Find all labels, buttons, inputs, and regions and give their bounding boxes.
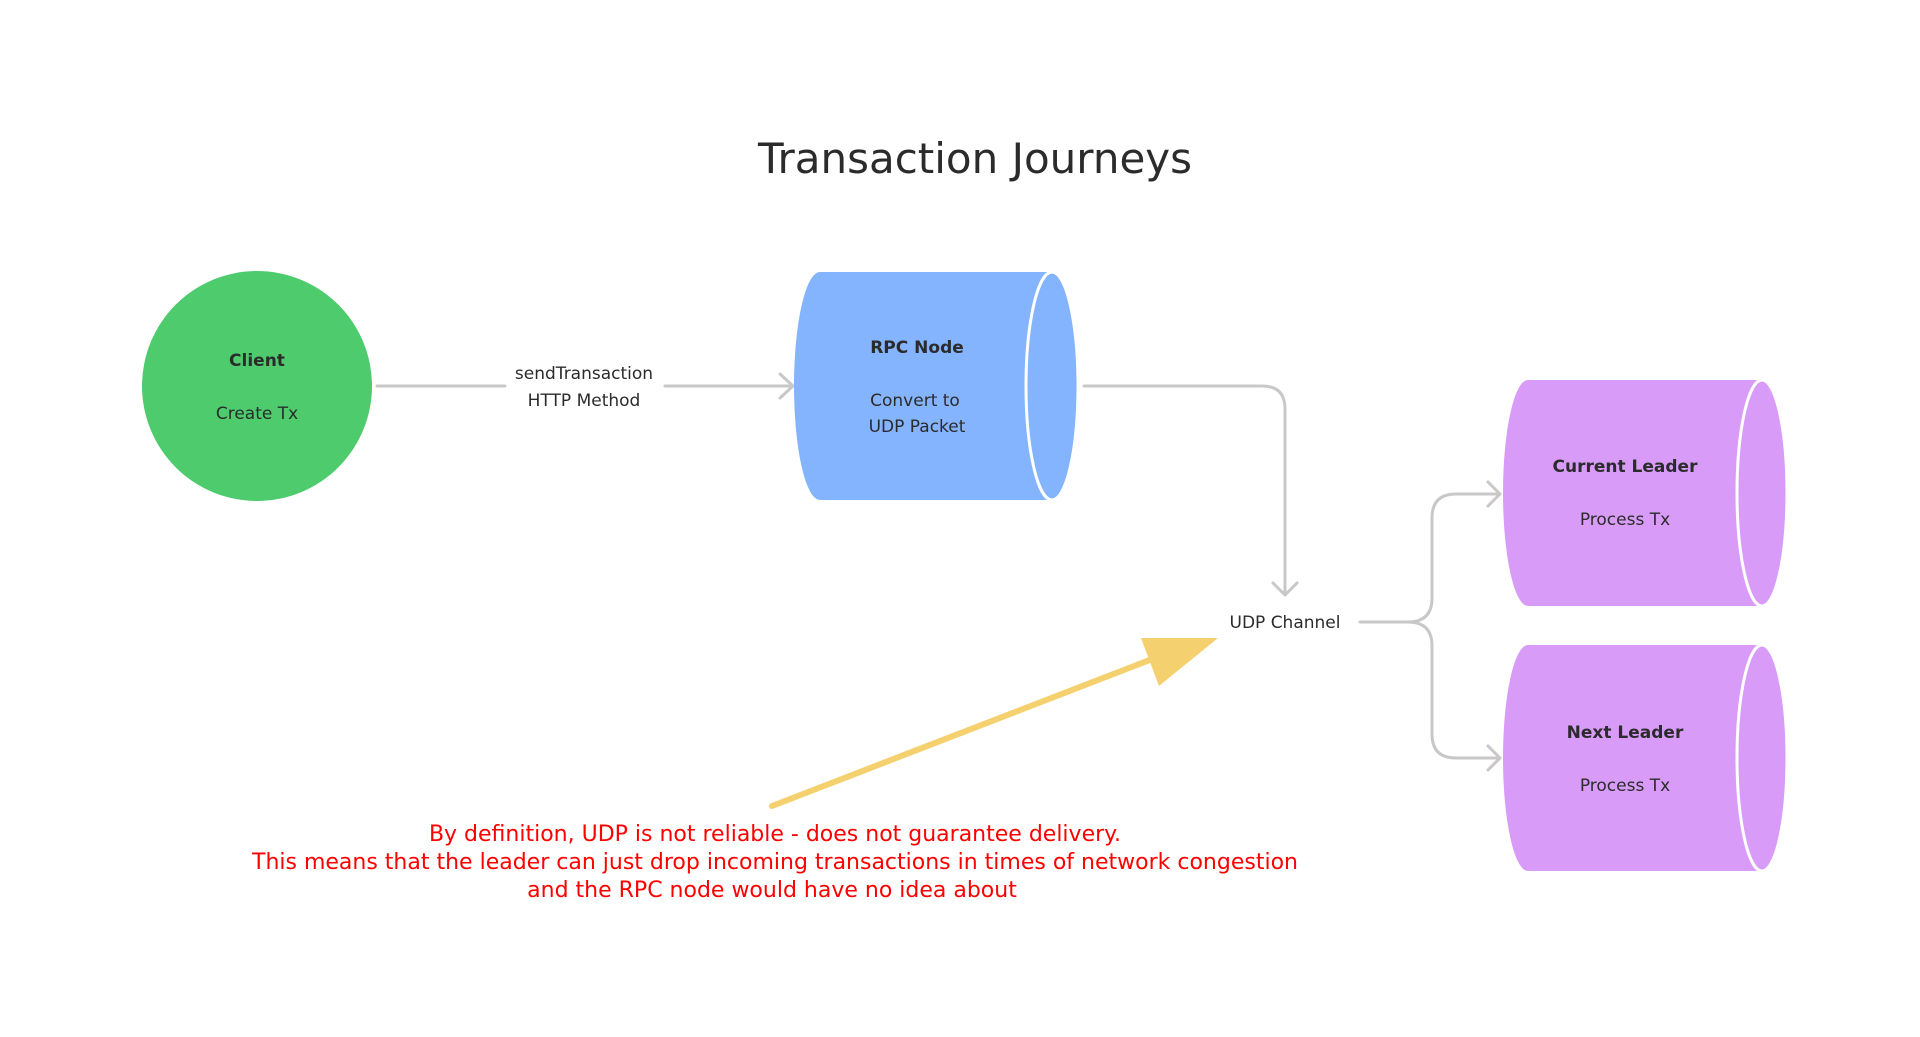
annotation-arrow-shaft bbox=[769, 653, 1163, 809]
udp-channel-label: UDP Channel bbox=[1230, 613, 1341, 633]
annotation-line-2: This means that the leader can just drop… bbox=[251, 850, 1298, 875]
current-leader-node: Current Leader Process Tx bbox=[1503, 378, 1789, 608]
current-leader-cylinder-rim bbox=[1735, 378, 1789, 608]
connectors bbox=[375, 372, 1502, 772]
edge-label-send-transaction: sendTransaction bbox=[515, 364, 653, 384]
edge-udp-to-next-leader bbox=[1406, 620, 1502, 760]
arrowhead-to-current-leader bbox=[1486, 480, 1502, 508]
arrowhead-to-next-leader bbox=[1486, 744, 1502, 772]
rpc-line-2: UDP Packet bbox=[869, 417, 966, 437]
client-subtitle: Create Tx bbox=[216, 404, 298, 424]
rpc-cylinder-body bbox=[794, 272, 1078, 500]
diagram-title: Transaction Journeys bbox=[757, 134, 1192, 183]
annotation-line-3: and the RPC node would have no idea abou… bbox=[527, 878, 1017, 903]
client-node: Client Create Tx bbox=[142, 271, 372, 501]
annotation-line-1: By definition, UDP is not reliable - doe… bbox=[429, 822, 1121, 847]
edge-label-http-method: HTTP Method bbox=[528, 391, 641, 411]
rpc-line-1: Convert to bbox=[870, 391, 960, 411]
annotation-arrow bbox=[769, 638, 1218, 809]
client-title: Client bbox=[229, 351, 285, 371]
current-leader-subtitle: Process Tx bbox=[1580, 510, 1670, 530]
current-leader-cylinder-body bbox=[1503, 380, 1787, 606]
rpc-cylinder-rim bbox=[1024, 270, 1080, 502]
annotation-arrow-head bbox=[1141, 638, 1218, 686]
next-leader-cylinder-rim bbox=[1735, 643, 1789, 873]
next-leader-title: Next Leader bbox=[1567, 723, 1684, 743]
current-leader-title: Current Leader bbox=[1553, 457, 1699, 477]
next-leader-cylinder-body bbox=[1503, 645, 1787, 871]
arrowhead-to-udp-channel bbox=[1271, 581, 1299, 597]
edge-rpc-to-udp-channel bbox=[1082, 384, 1287, 597]
client-circle bbox=[142, 271, 372, 501]
rpc-title: RPC Node bbox=[870, 338, 964, 358]
next-leader-subtitle: Process Tx bbox=[1580, 776, 1670, 796]
rpc-node: RPC Node Convert to UDP Packet bbox=[794, 270, 1080, 502]
arrowhead-to-rpc bbox=[778, 372, 795, 400]
edge-udp-to-current-leader bbox=[1358, 492, 1502, 624]
next-leader-node: Next Leader Process Tx bbox=[1503, 643, 1789, 873]
annotation-text: By definition, UDP is not reliable - doe… bbox=[251, 822, 1298, 903]
